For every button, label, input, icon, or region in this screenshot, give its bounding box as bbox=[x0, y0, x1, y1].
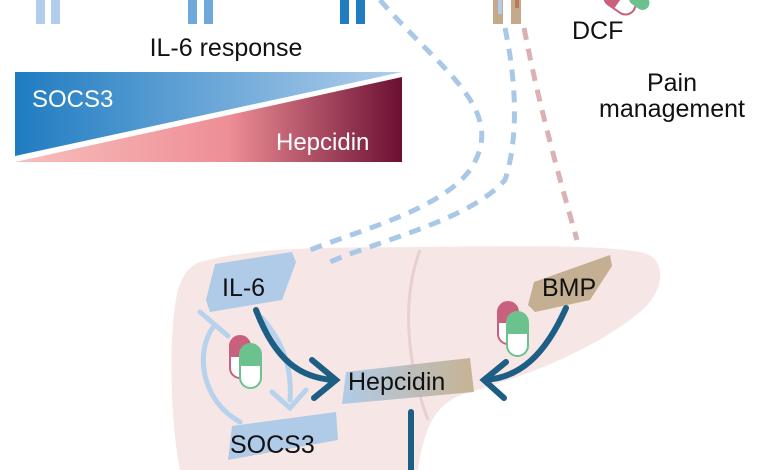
bmp-to-hepcidin-arrow bbox=[481, 305, 569, 383]
receptor-icon-low bbox=[36, 0, 60, 24]
drug-purpose-line2: management bbox=[599, 95, 745, 123]
hepcidin-label: Hepcidin bbox=[348, 368, 445, 396]
receptor-icon-bmp bbox=[493, 0, 521, 24]
receptor-icon-high bbox=[340, 0, 365, 24]
hepcidin-smear bbox=[342, 358, 474, 404]
il6-to-hepcidin-arrow bbox=[253, 307, 337, 383]
receptor-group bbox=[36, 0, 521, 24]
il6-connector-line-2 bbox=[328, 27, 517, 265]
bmp-smear bbox=[528, 255, 612, 312]
socs3-inhibits-il6-arrow bbox=[200, 323, 243, 425]
dashed-connectors bbox=[309, 0, 580, 265]
drug-name-label: DCF bbox=[572, 17, 623, 45]
il6-arrowhead bbox=[309, 357, 341, 401]
socs3-hepcidin-gradient: SOCS3 Hepcidin bbox=[15, 72, 402, 162]
inhibition-bar bbox=[197, 309, 231, 339]
pill-icon-left bbox=[229, 335, 262, 389]
il6-label: IL-6 bbox=[222, 274, 265, 302]
dcf-pill-icon bbox=[603, 0, 650, 16]
il6-smear bbox=[206, 252, 296, 312]
bmp-connector-line bbox=[521, 27, 580, 241]
hepcidin-gradient-triangle bbox=[15, 77, 402, 162]
bmp-label: BMP bbox=[542, 274, 596, 302]
socs3-arrowhead bbox=[269, 387, 309, 412]
receptor-icon-mid bbox=[188, 0, 213, 24]
gradient-socs3-label: SOCS3 bbox=[32, 86, 113, 113]
bmp-arrowhead bbox=[479, 359, 509, 401]
activation-arrows bbox=[253, 305, 569, 470]
socs3-gradient-triangle bbox=[15, 72, 402, 156]
drug-purpose-line1: Pain bbox=[647, 69, 697, 97]
gradient-hepcidin-label: Hepcidin bbox=[276, 129, 369, 156]
pill-icon-right bbox=[497, 301, 529, 357]
socs3-smear bbox=[228, 412, 338, 460]
socs3-label: SOCS3 bbox=[230, 431, 315, 459]
il6-response-label: IL-6 response bbox=[150, 34, 303, 62]
